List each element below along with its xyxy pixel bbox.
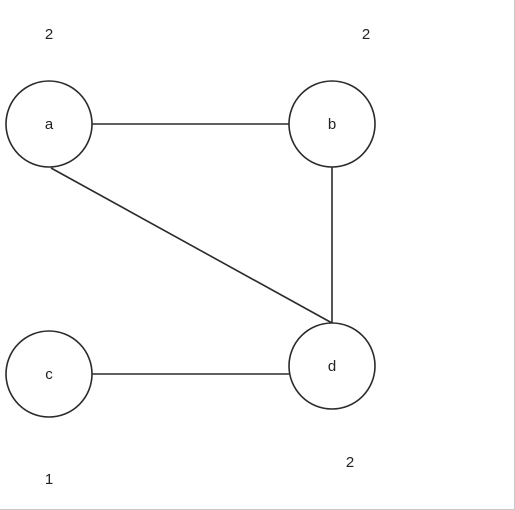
node-d: d [288, 322, 376, 410]
node-c: c [5, 330, 93, 418]
node-c-label: c [45, 366, 53, 383]
nodes-layer: a b c d [5, 80, 376, 418]
node-a: a [5, 80, 93, 168]
node-a-circle [5, 80, 93, 168]
node-b: b [288, 80, 376, 168]
edge-a-d [50, 167, 333, 324]
degree-labels-layer: 2 2 1 2 [45, 26, 370, 488]
node-c-circle [5, 330, 93, 418]
edges-layer [50, 123, 333, 375]
degree-label-c: 1 [45, 471, 53, 488]
node-b-circle [288, 80, 376, 168]
node-d-label: d [328, 358, 336, 375]
degree-label-d: 2 [346, 454, 354, 471]
degree-label-b: 2 [362, 26, 370, 43]
degree-label-a: 2 [45, 26, 53, 43]
node-a-label: a [45, 116, 54, 133]
node-b-label: b [328, 116, 336, 133]
node-d-circle [288, 322, 376, 410]
